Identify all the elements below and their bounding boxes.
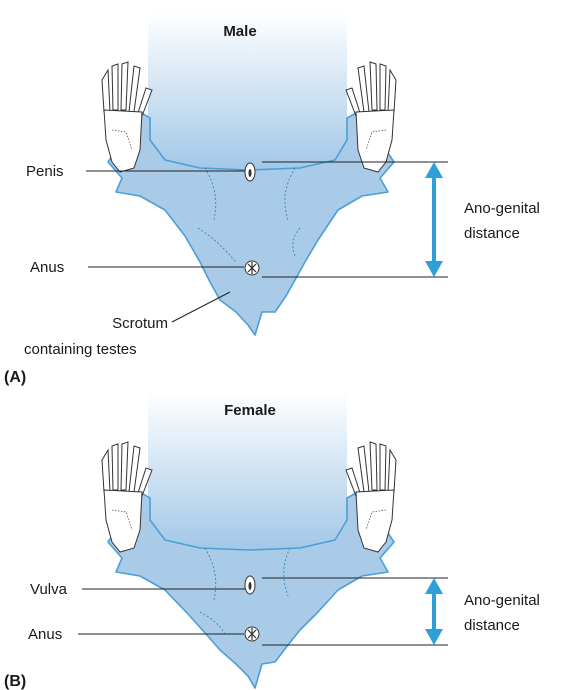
vulva-label: Vulva (30, 581, 68, 598)
penis-label: Penis (26, 163, 64, 180)
scrotum-leader (172, 292, 230, 322)
panel-b-label: (B) (4, 673, 26, 690)
male-penis-center (249, 169, 252, 177)
female-distance-arrowhead-top (425, 578, 443, 594)
scrotum-label-line2: containing testes (24, 341, 137, 358)
scrotum-label-line1: Scrotum (112, 315, 168, 332)
male-distance-arrowhead-bottom (425, 261, 443, 277)
female-title: Female (224, 402, 276, 419)
anus-label-male: Anus (30, 259, 64, 276)
female-distance-label-line1: Ano-genital (464, 592, 540, 609)
panel-a-label: (A) (4, 369, 26, 386)
male-distance-label-line2: distance (464, 225, 520, 242)
panel-female: Female Vulva Anus Ano-genital distance (… (4, 392, 540, 690)
anus-label-female: Anus (28, 626, 62, 643)
female-vulva-center (249, 582, 252, 590)
male-title: Male (223, 23, 256, 40)
female-distance-label-line2: distance (464, 617, 520, 634)
male-distance-arrowhead-top (425, 162, 443, 178)
panel-male: Male Penis Anus Scrotum containing teste… (4, 12, 540, 386)
male-distance-label-line1: Ano-genital (464, 200, 540, 217)
female-distance-arrowhead-bottom (425, 629, 443, 645)
